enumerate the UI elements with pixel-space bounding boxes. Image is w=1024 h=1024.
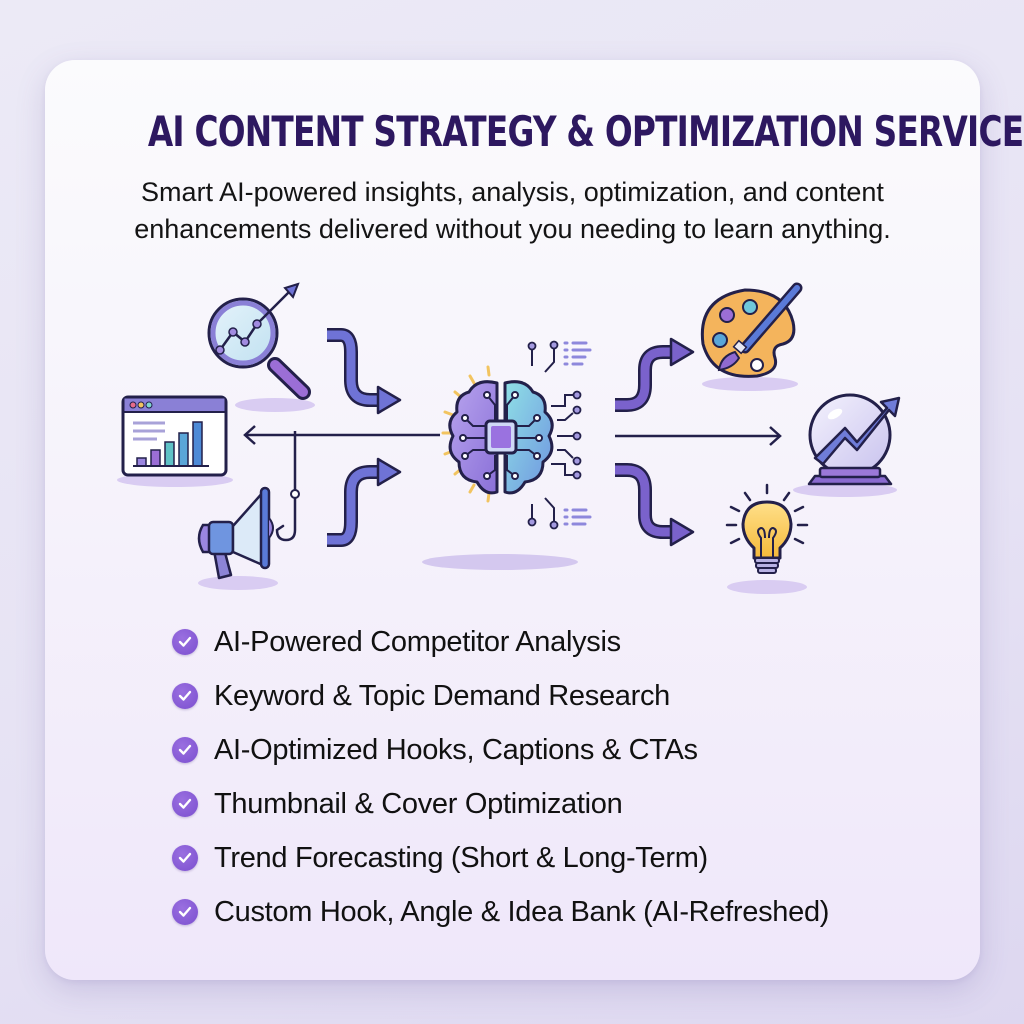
feature-item: Thumbnail & Cover Optimization [172,777,829,831]
input-arrow-bottom [327,457,402,547]
subtitle-line-2: enhancements delivered without you needi… [134,214,891,244]
output-arrow-bottom [615,463,695,547]
checkmark-icon [172,899,198,925]
feature-label: Custom Hook, Angle & Idea Bank (AI-Refre… [214,895,830,928]
feature-label: Trend Forecasting (Short & Long-Term) [214,841,708,874]
megaphone-icon [197,486,278,590]
feature-item: Trend Forecasting (Short & Long-Term) [172,831,829,885]
feature-label: AI-Powered Competitor Analysis [214,625,621,658]
browser-bar-chart-icon [117,395,233,487]
service-card: AI CONTENT STRATEGY & OPTIMIZATION SERVI… [45,60,1024,980]
checkmark-icon [172,683,198,709]
lightbulb-icon [725,483,809,594]
magnifier-trend-icon [207,282,315,412]
paint-palette-icon [700,282,803,391]
crystal-ball-trend-icon [793,393,901,497]
feature-item: AI-Powered Competitor Analysis [172,615,829,669]
brain-chip-icon [422,340,592,570]
feature-item: Custom Hook, Angle & Idea Bank (AI-Refre… [172,885,829,939]
output-arrow-top [615,337,695,412]
checkmark-icon [172,845,198,871]
page-subtitle: Smart AI-powered insights, analysis, opt… [75,174,950,248]
left-arrow-line [243,425,440,445]
feature-item: Keyword & Topic Demand Research [172,669,829,723]
feature-label: AI-Optimized Hooks, Captions & CTAs [214,733,698,766]
feature-item: AI-Optimized Hooks, Captions & CTAs [172,723,829,777]
feature-label: Thumbnail & Cover Optimization [214,787,623,820]
subtitle-line-1: Smart AI-powered insights, analysis, opt… [141,177,884,207]
checkmark-icon [172,629,198,655]
feature-label: Keyword & Topic Demand Research [214,679,671,712]
checkmark-icon [172,737,198,763]
feature-list: AI-Powered Competitor Analysis Keyword &… [172,615,829,939]
fish-hook-icon [275,431,300,542]
workflow-diagram [117,282,901,594]
right-arrow-line [615,426,782,446]
input-arrow-top [327,328,402,415]
checkmark-icon [172,791,198,817]
